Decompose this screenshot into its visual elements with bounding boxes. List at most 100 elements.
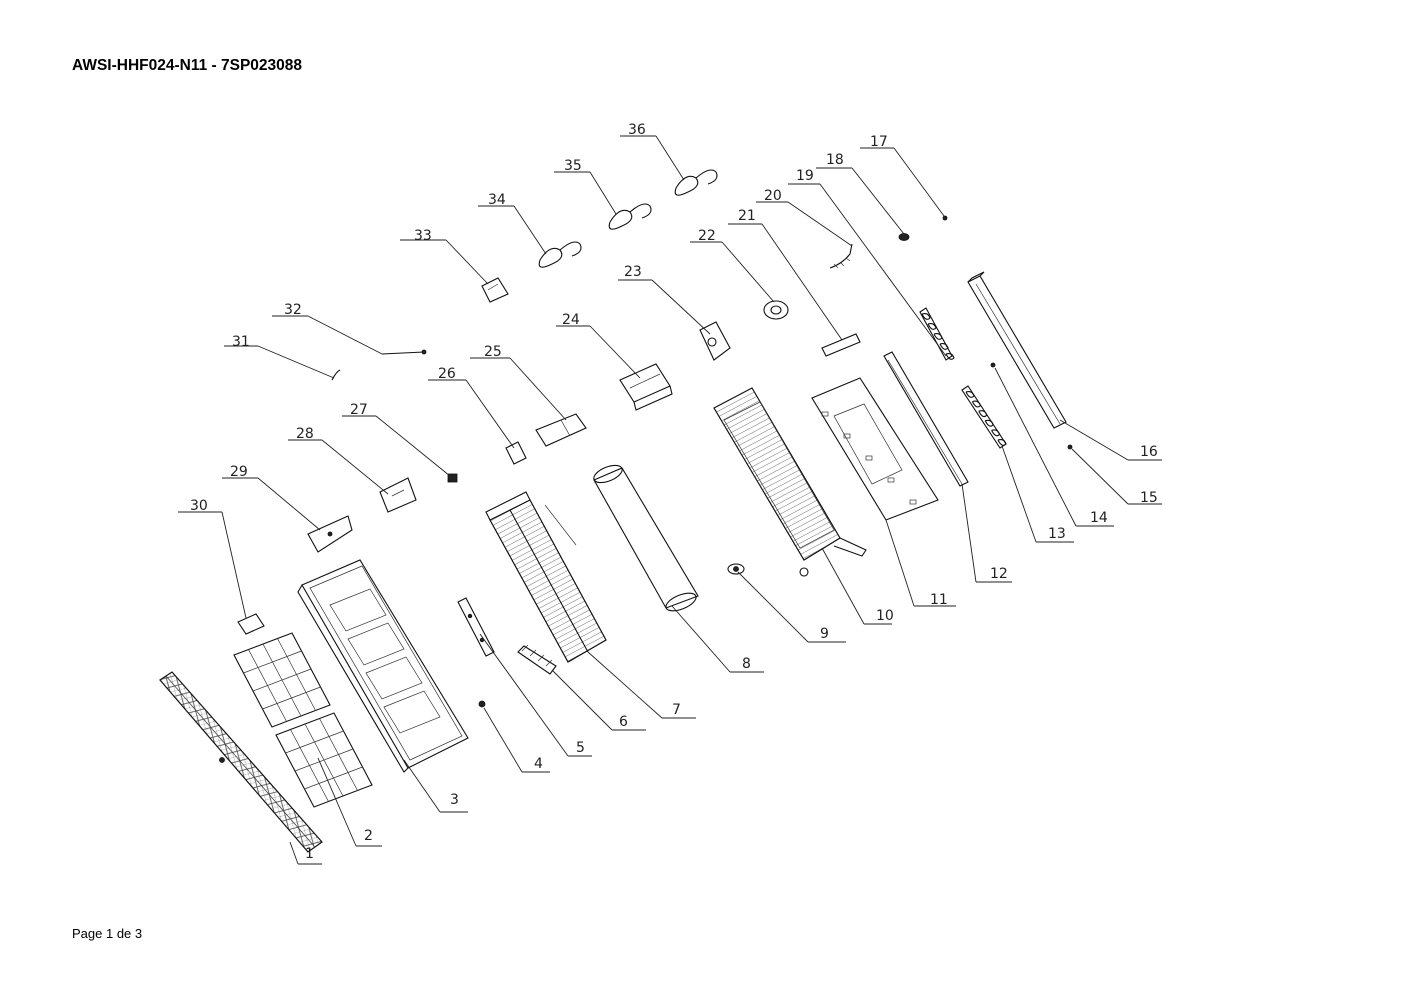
fan-bearing xyxy=(727,563,745,575)
mounting-plate xyxy=(811,377,939,521)
leader-line-33 xyxy=(400,239,489,285)
small-plate xyxy=(237,613,265,635)
vertical-louvers-lower xyxy=(961,385,1007,449)
remote-control xyxy=(481,277,509,303)
callout-27: 27 xyxy=(350,402,368,418)
leader-line-27 xyxy=(342,415,451,477)
callout-22: 22 xyxy=(698,228,716,244)
callout-32: 32 xyxy=(284,302,302,318)
leader-line-3 xyxy=(403,759,468,813)
callout-10: 10 xyxy=(876,608,894,624)
screw-small xyxy=(990,362,996,368)
callout-3: 3 xyxy=(450,792,459,808)
callout-2: 2 xyxy=(364,828,373,844)
page-footer: Page 1 de 3 xyxy=(72,926,143,941)
front-panel-chassis xyxy=(297,559,469,773)
screw-tiny xyxy=(1067,444,1073,450)
callout-34: 34 xyxy=(488,192,506,208)
leader-line-30 xyxy=(178,511,247,619)
control-box xyxy=(619,363,673,411)
leader-line-11 xyxy=(885,519,956,607)
callout-33: 33 xyxy=(414,228,432,244)
leader-line-16 xyxy=(1059,419,1162,461)
callout-6: 6 xyxy=(619,714,628,730)
leader-line-7 xyxy=(587,651,696,719)
sensor-probe xyxy=(381,349,427,355)
callout-18: 18 xyxy=(826,152,844,168)
swing-motor-assembly xyxy=(699,321,731,361)
callout-30: 30 xyxy=(190,498,208,514)
leader-line-13 xyxy=(1001,445,1074,543)
leader-line-2 xyxy=(317,757,382,847)
callout-9: 9 xyxy=(820,626,829,642)
vertical-louvers-upper xyxy=(919,307,955,361)
leader-line-20 xyxy=(756,201,853,247)
wiring-cable xyxy=(829,243,853,269)
leader-line-19 xyxy=(788,183,947,357)
callout-23: 23 xyxy=(624,264,642,280)
callout-14: 14 xyxy=(1090,510,1108,526)
callout-20: 20 xyxy=(764,188,782,204)
leader-line-4 xyxy=(483,707,550,773)
callout-13: 13 xyxy=(1048,526,1066,542)
sensor-holder xyxy=(505,441,527,465)
callout-26: 26 xyxy=(438,366,456,382)
callout-29: 29 xyxy=(230,464,248,480)
leader-lines-layer xyxy=(178,135,1162,865)
callout-25: 25 xyxy=(484,344,502,360)
leader-line-25 xyxy=(470,357,567,421)
fan-motor xyxy=(763,300,789,320)
leader-line-9 xyxy=(737,571,846,643)
top-screw xyxy=(942,215,948,221)
callout-1: 1 xyxy=(305,846,314,862)
leader-line-34 xyxy=(478,205,547,255)
terminal-cover xyxy=(535,413,587,447)
leader-line-18 xyxy=(816,167,905,235)
callout-7: 7 xyxy=(672,702,681,718)
leader-line-22 xyxy=(690,241,775,303)
cross-flow-fan xyxy=(593,464,699,612)
callout-17: 17 xyxy=(870,134,888,150)
callout-12: 12 xyxy=(990,566,1008,582)
leader-line-10 xyxy=(821,547,892,625)
leader-line-29 xyxy=(222,477,321,531)
leader-line-24 xyxy=(556,325,641,379)
callout-8: 8 xyxy=(742,656,751,672)
callout-16: 16 xyxy=(1140,444,1158,460)
leader-line-21 xyxy=(728,223,843,341)
evaporator xyxy=(485,491,607,663)
cable-loops xyxy=(538,169,718,268)
leader-line-12 xyxy=(961,483,1012,583)
leader-line-28 xyxy=(288,439,389,495)
screw xyxy=(478,700,486,708)
callout-36: 36 xyxy=(628,122,646,138)
leader-line-17 xyxy=(860,147,945,217)
leader-line-26 xyxy=(428,379,515,449)
callout-35: 35 xyxy=(564,158,582,174)
body-casing xyxy=(713,387,867,577)
callout-24: 24 xyxy=(562,312,580,328)
bracket-plate xyxy=(307,515,353,553)
display-board xyxy=(457,597,495,657)
air-filters xyxy=(233,632,373,808)
leader-line-6 xyxy=(551,669,646,731)
callout-11: 11 xyxy=(930,592,948,608)
leader-line-5 xyxy=(479,633,592,757)
cable-clip xyxy=(447,473,458,483)
leader-line-32 xyxy=(272,315,383,355)
pcb-cover xyxy=(379,477,417,513)
motor-bracket xyxy=(821,333,861,357)
cap xyxy=(898,233,910,241)
top-cover xyxy=(967,271,1067,429)
callout-4: 4 xyxy=(534,756,543,772)
leader-line-35 xyxy=(554,171,617,215)
horizontal-louver xyxy=(883,351,969,487)
callout-5: 5 xyxy=(576,740,585,756)
parts-layer xyxy=(159,169,1073,853)
drain-connector xyxy=(517,644,557,675)
leader-line-1 xyxy=(289,841,322,865)
leader-line-36 xyxy=(620,135,685,181)
leader-line-8 xyxy=(671,605,764,673)
leader-line-23 xyxy=(618,279,711,335)
